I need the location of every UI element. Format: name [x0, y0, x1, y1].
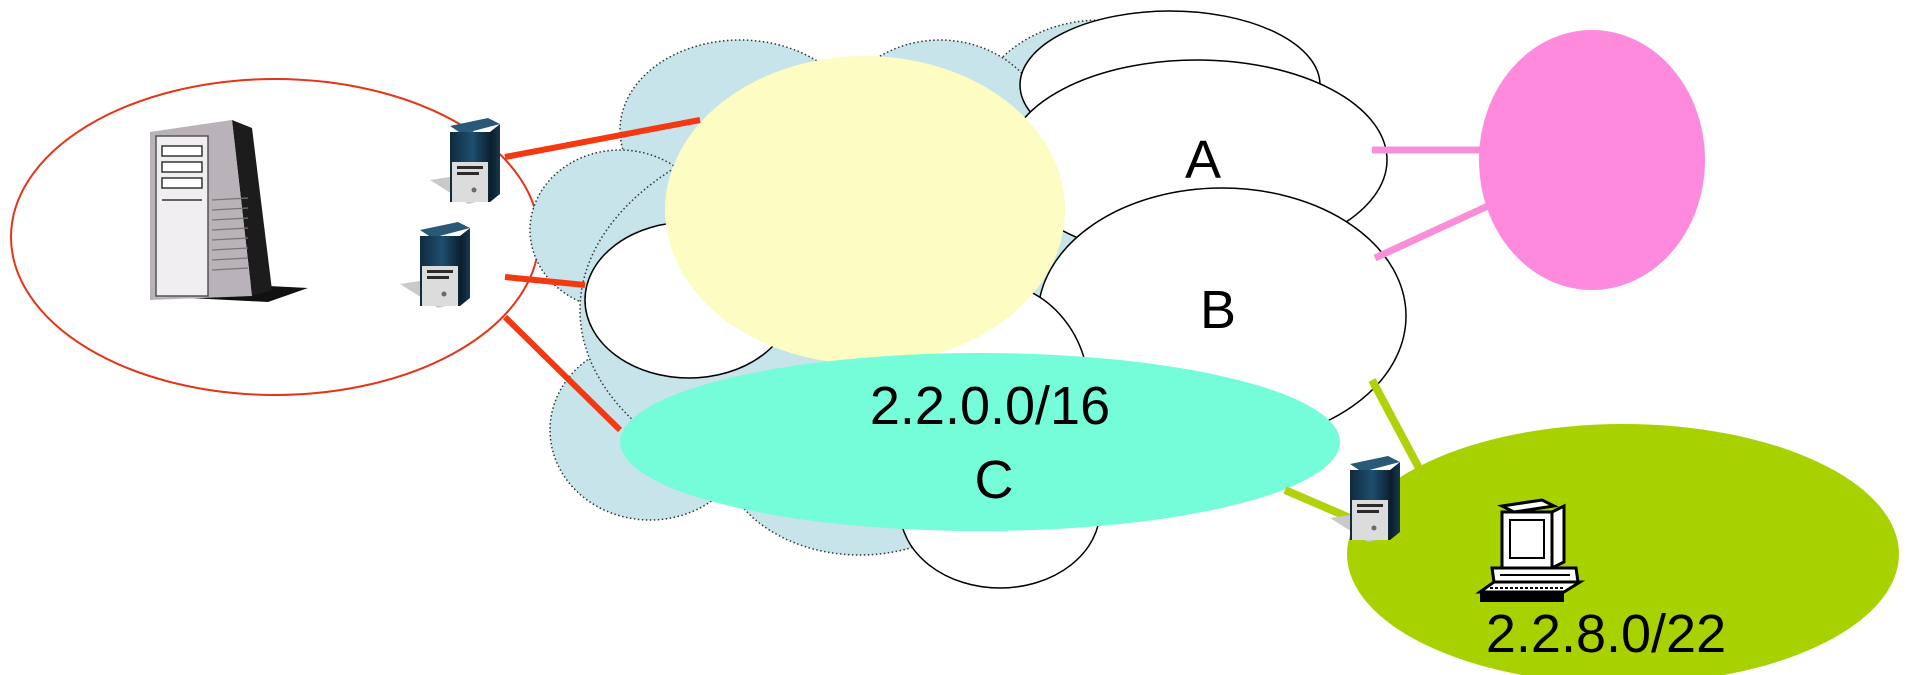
pink-network-ellipse	[1479, 30, 1705, 290]
network-c-label: C	[975, 450, 1014, 510]
network-a-label: A	[1185, 130, 1221, 190]
small-server-icon-gateway	[1330, 456, 1400, 542]
green-links	[1283, 378, 1424, 522]
green-subnet: 2.2.8.0/22	[1347, 424, 1899, 675]
network-c: 2.2.0.0/16 C	[620, 353, 1340, 531]
red-link-bottom	[502, 314, 623, 433]
network-b-label: B	[1200, 280, 1236, 340]
desktop-computer-icon	[1475, 498, 1586, 602]
yellow-network-ellipse	[665, 56, 1065, 364]
tower-server-icon	[150, 120, 308, 302]
small-server-icon-middle	[400, 222, 470, 308]
red-link-top	[504, 117, 701, 160]
green-link-b	[1368, 378, 1424, 472]
green-link-c	[1283, 486, 1352, 522]
pink-link-b	[1373, 201, 1492, 262]
pink-links	[1372, 146, 1492, 262]
network-c-prefix-label: 2.2.0.0/16	[870, 376, 1110, 436]
red-link-middle	[504, 274, 586, 288]
red-links	[502, 117, 701, 433]
subnet-prefix-label: 2.2.8.0/22	[1486, 604, 1726, 664]
small-server-icon-top	[430, 118, 500, 204]
